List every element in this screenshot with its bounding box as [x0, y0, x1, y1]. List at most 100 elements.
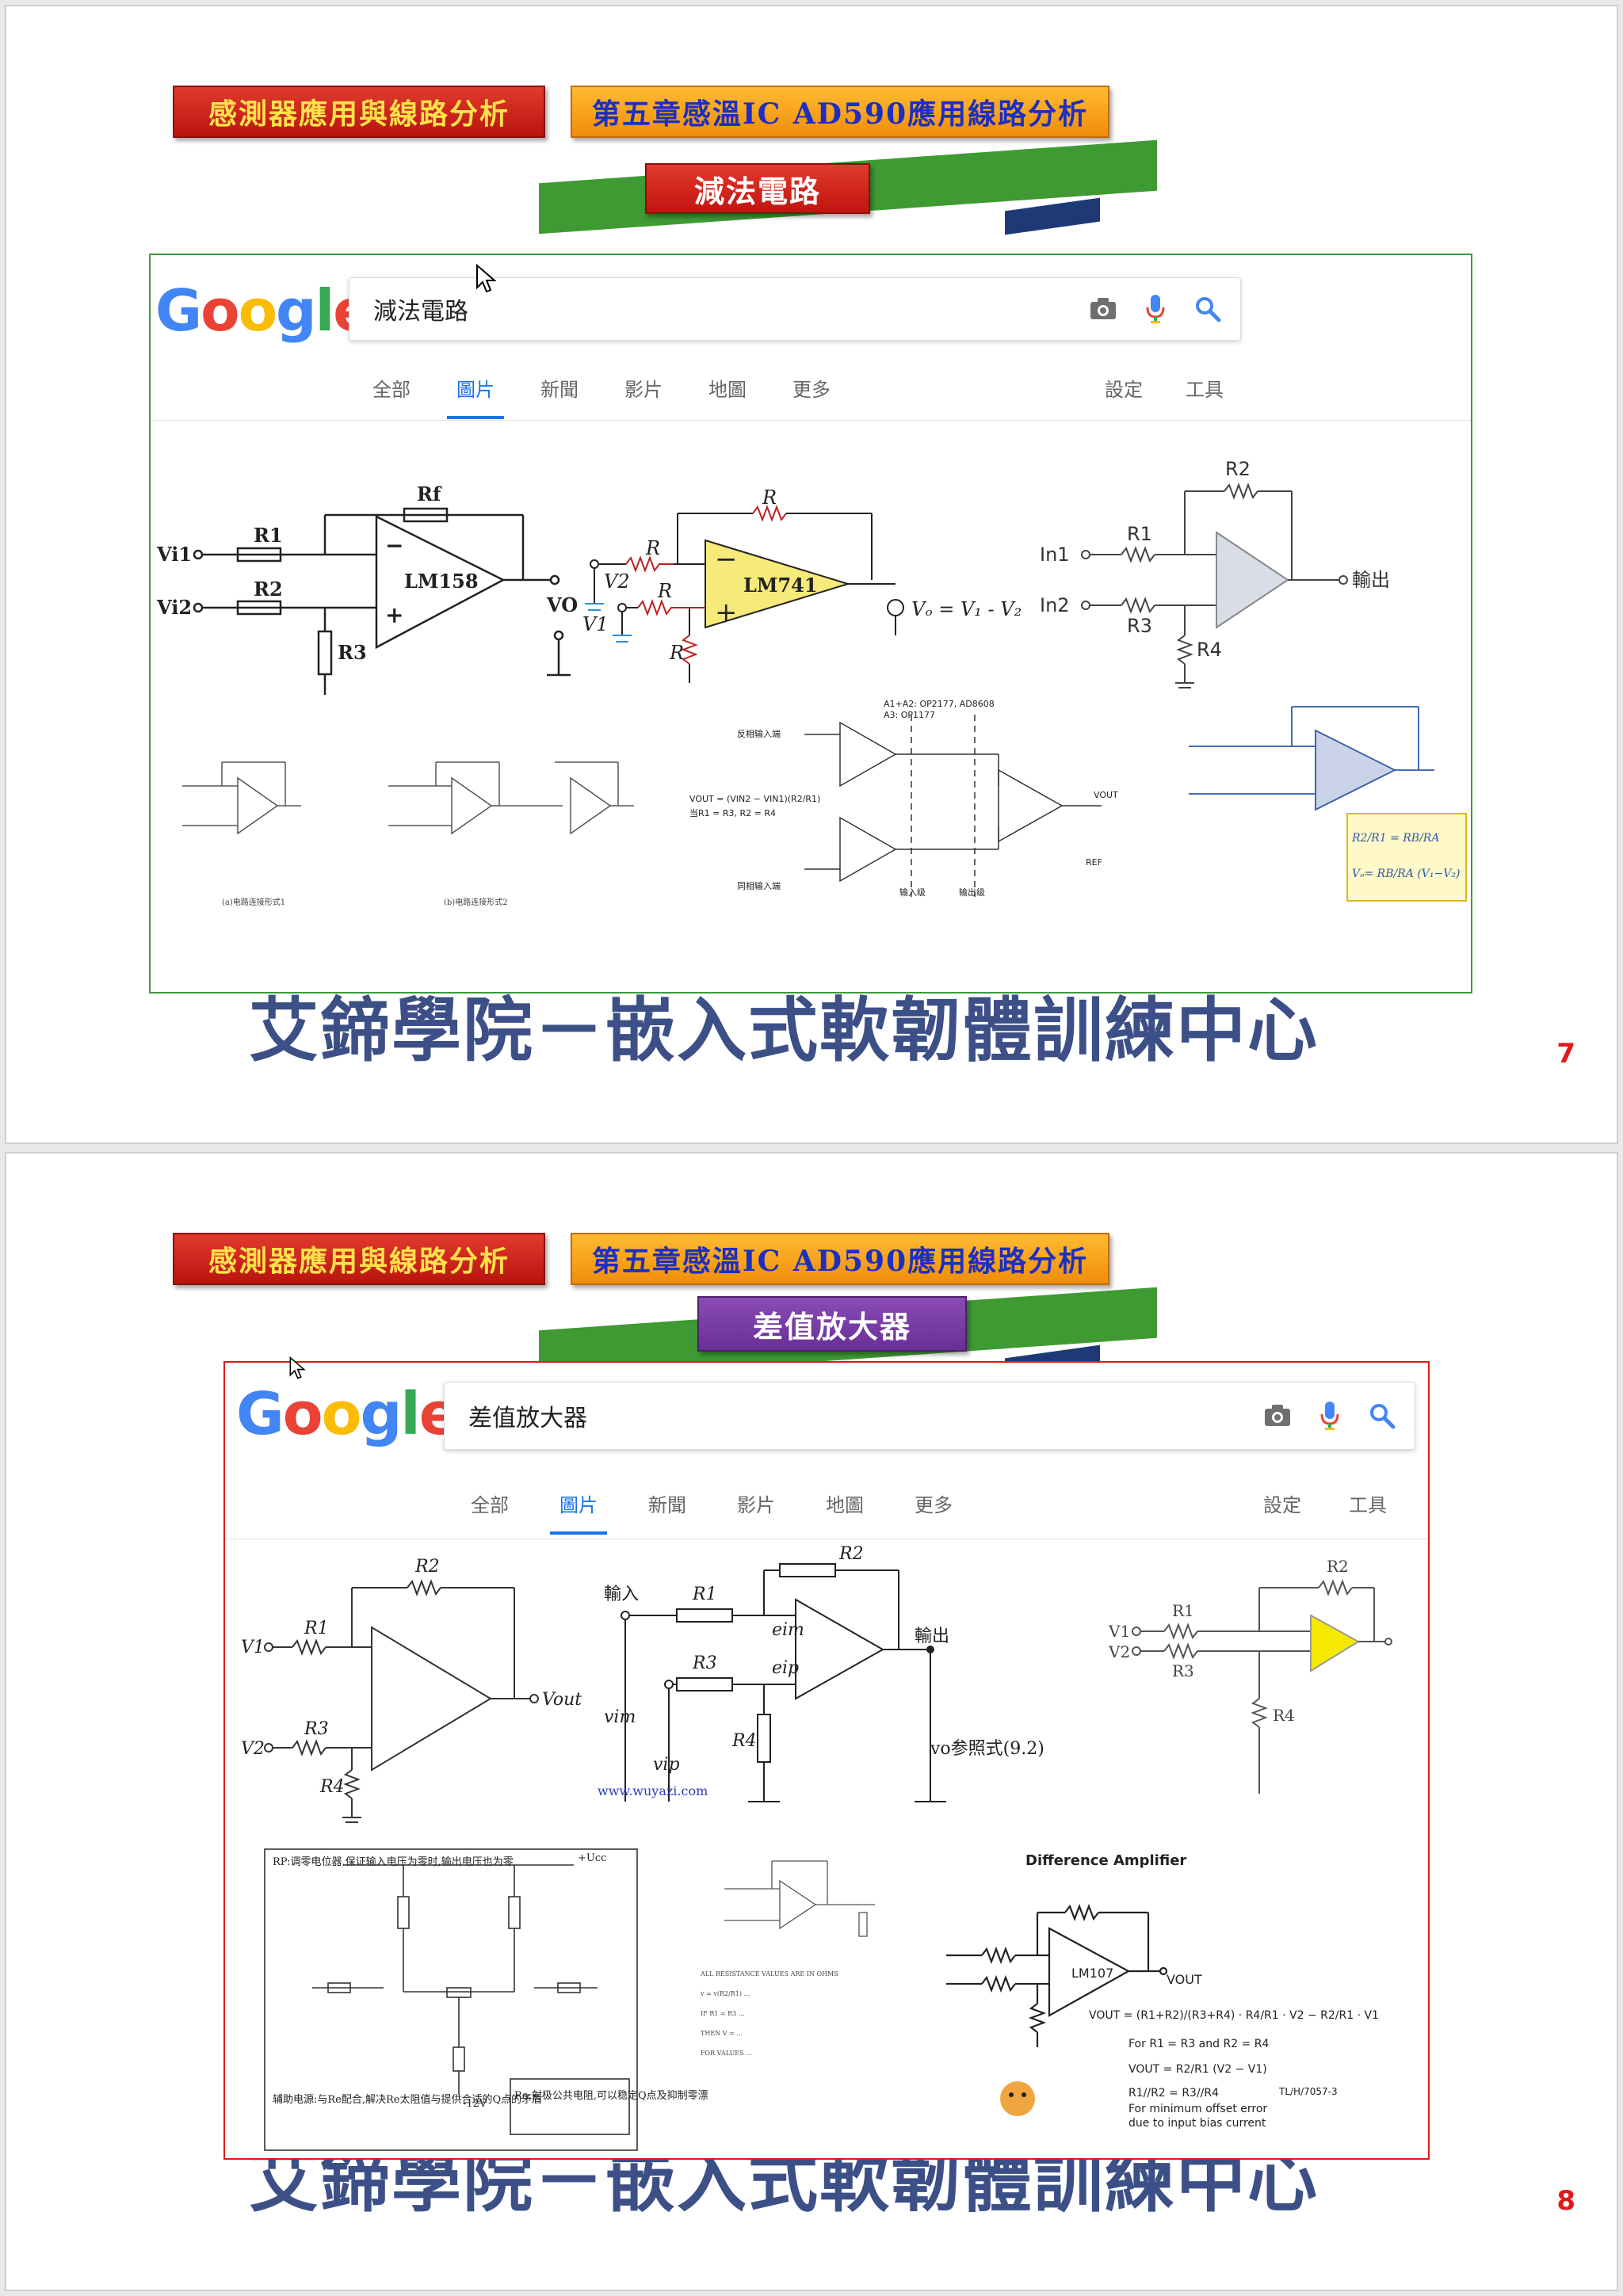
search-icon[interactable]: [1362, 1396, 1402, 1436]
label-vo-equation: Vₒ = V₁ - V₂: [911, 598, 1022, 620]
label-r-feedback: R: [762, 486, 777, 509]
result-image-diff-amp-vo-9-2[interactable]: [621, 1563, 946, 1802]
camera-icon[interactable]: [1083, 289, 1123, 329]
google-screenshot: Google 差值放大器 全部 圖片 新聞 影片 地圖 更多 設定 工具: [223, 1361, 1430, 2160]
tab-images[interactable]: 圖片: [550, 1489, 607, 1535]
result-image-diff-amp-v1-v2[interactable]: [264, 1579, 539, 1823]
svg-text:+: +: [385, 602, 403, 628]
tab-images[interactable]: 圖片: [447, 374, 504, 419]
result-image-in1-in2[interactable]: [1081, 482, 1348, 688]
google-logo[interactable]: Google: [236, 1380, 459, 1448]
search-tabs: 全部 圖片 新聞 影片 地圖 更多: [471, 1489, 953, 1535]
decor-navy-band: [1005, 197, 1100, 235]
ia-stage1: 输入级: [899, 887, 926, 898]
lm107-vout: VOUT: [1167, 1972, 1202, 1987]
search-input[interactable]: 差值放大器: [444, 1382, 1415, 1450]
label-r2: R2: [838, 1544, 864, 1564]
result-image-instrumentation-amp[interactable]: [804, 715, 1102, 897]
settings-link[interactable]: 設定: [1263, 1494, 1301, 1516]
svg-text:−: −: [385, 532, 403, 559]
ia-stage2: 输出级: [959, 887, 985, 898]
mascot-icon: [1000, 2081, 1035, 2116]
label-in2: In2: [1040, 594, 1070, 616]
label-r1: R1: [304, 1619, 329, 1638]
label-v2: V2: [1108, 1642, 1130, 1661]
label-vi2: Vi2: [156, 596, 192, 619]
chapter-label: 第五章感溫IC AD590應用線路分析: [571, 86, 1109, 138]
result-image-diff-amp-blue[interactable]: [1189, 706, 1467, 902]
ia-formula: VOUT = (VIN2 − VIN1)(R2/R1): [689, 794, 820, 804]
tab-all[interactable]: 全部: [372, 379, 411, 401]
settings-link[interactable]: 設定: [1105, 379, 1143, 401]
tab-videos[interactable]: 影片: [737, 1494, 775, 1516]
google-logo[interactable]: Google: [155, 277, 372, 344]
search-icon[interactable]: [1188, 289, 1228, 329]
ia-inv: 反相输入端: [737, 728, 781, 739]
result-image-741-variants[interactable]: [182, 761, 634, 835]
mic-icon[interactable]: [1310, 1396, 1350, 1436]
tab-maps[interactable]: 地圖: [826, 1494, 864, 1516]
label-rf: Rf: [417, 482, 442, 505]
site-url: www.wuyazi.com: [598, 1783, 708, 1798]
mic-icon[interactable]: [1136, 289, 1175, 329]
search-input[interactable]: 減法電路: [349, 277, 1241, 341]
result-image-ca3130[interactable]: [724, 1860, 875, 1937]
tools-link[interactable]: 工具: [1349, 1494, 1387, 1516]
re-note: Re:射极公共电阻,可以稳定Q点及抑制零漂: [514, 2089, 708, 2102]
tab-videos[interactable]: 影片: [624, 379, 663, 401]
label-input: 輸入: [604, 1585, 639, 1604]
svg-text:v = v(R2/R1) ...: v = v(R2/R1) ...: [700, 1990, 750, 1997]
page-number: 7: [1556, 1038, 1575, 1070]
result-image-differential-pair[interactable]: [264, 1848, 638, 2151]
label-output: 輸出: [1352, 569, 1390, 591]
label-vo: VO: [546, 593, 578, 616]
result-image-lm158[interactable]: [193, 507, 571, 695]
camera-icon[interactable]: [1258, 1396, 1297, 1436]
label-r3: R3: [304, 1719, 329, 1739]
result-image-diff-amp-yellow[interactable]: [1132, 1579, 1392, 1794]
tab-news[interactable]: 新聞: [540, 379, 579, 401]
label-r2: R2: [414, 1557, 440, 1577]
caption-a: (a)电路连接形式1: [222, 897, 285, 907]
result-image-lm107[interactable]: [946, 1903, 1168, 2047]
tab-all[interactable]: 全部: [471, 1494, 509, 1516]
label-r1: R1: [1172, 1601, 1194, 1620]
search-tabs: 全部 圖片 新聞 影片 地圖 更多: [372, 374, 831, 419]
tab-maps[interactable]: 地圖: [708, 379, 747, 401]
search-query: 減法電路: [373, 298, 468, 326]
svg-text:+: +: [715, 597, 738, 628]
page-number: 8: [1556, 2185, 1575, 2217]
vcc-label: +Ucc: [578, 1852, 606, 1864]
label-v1: V1: [582, 613, 609, 635]
lm107-chip: LM107: [1071, 1966, 1113, 1981]
label-r4-c3: R4: [1197, 639, 1222, 661]
label-vo-ref: vo参照式(9.2): [930, 1739, 1044, 1759]
svg-text:THEN V = ...: THEN V = ...: [701, 2030, 743, 2037]
label-eip: eip: [772, 1658, 799, 1678]
cursor-icon: [476, 264, 496, 293]
lm107-f6: due to input bias current: [1128, 2117, 1266, 2130]
lm107-f1: VOUT = (R1+R2)/(R3+R4) · R4/R1 · V2 − R2…: [1089, 2009, 1379, 2022]
lm107-f5: For minimum offset error: [1128, 2103, 1267, 2115]
diff-formula-1: R2/R1 = RB/RA: [1351, 832, 1439, 845]
tab-news[interactable]: 新聞: [648, 1494, 686, 1516]
tab-more[interactable]: 更多: [792, 379, 831, 401]
ia-condition: 当R1 = R3, R2 = R4: [689, 807, 776, 818]
lm107-f2: For R1 = R3 and R2 = R4: [1128, 2038, 1269, 2050]
label-r1: R1: [692, 1585, 717, 1604]
label-vip: vip: [653, 1755, 680, 1775]
label-v2: V2: [241, 1739, 265, 1759]
label-r3: R3: [338, 641, 367, 664]
label-r-bottom: R: [657, 580, 672, 602]
tools-link[interactable]: 工具: [1186, 379, 1224, 401]
label-r1: R1: [254, 524, 283, 547]
label-r2-c3: R2: [1225, 458, 1251, 480]
label-r3: R3: [1172, 1661, 1194, 1680]
tab-more[interactable]: 更多: [915, 1494, 953, 1516]
label-v2: V2: [604, 570, 630, 593]
result-image-lm741[interactable]: [585, 505, 904, 683]
label-r4: R4: [319, 1777, 345, 1797]
ia-head2: A3: OP1177: [884, 710, 935, 720]
label-r2: R2: [1327, 1557, 1349, 1576]
ia-noninv: 同相输入端: [737, 880, 781, 891]
